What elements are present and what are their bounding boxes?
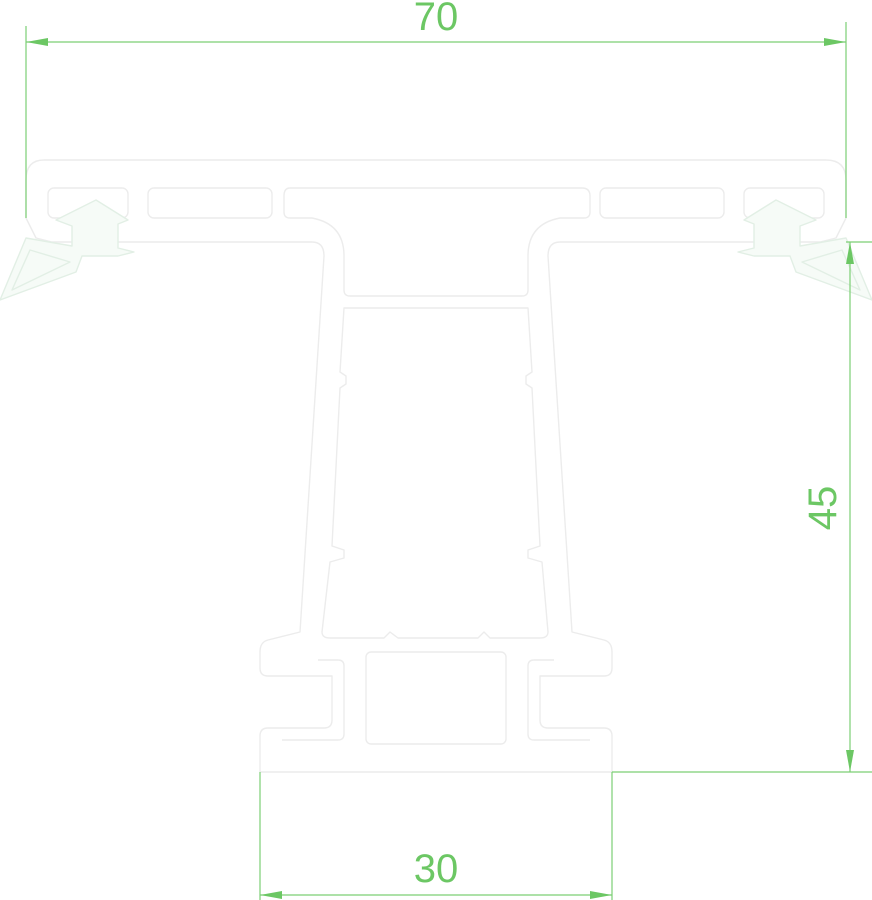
dimension-overall-width: 70 [25,0,847,218]
arrowhead-right [824,38,846,46]
dimension-height: 45 [612,241,872,773]
chamber-base [365,651,507,745]
chamber-stem [321,307,549,639]
base-slot-right [527,659,590,741]
arrowhead-base-right [590,891,612,899]
chamber-top-right [599,187,725,219]
arrowhead-base-left [260,891,282,899]
profile-outer-contour [25,159,847,773]
arrowhead-top [846,242,854,264]
dimension-label-height: 45 [801,486,845,531]
arrowhead-left [26,38,48,46]
arrowhead-bottom [846,750,854,772]
dimension-label-overall-width: 70 [414,0,459,39]
gasket-left [0,199,135,301]
dimension-label-base-width: 30 [414,847,459,891]
gasket-right [737,199,872,301]
dimension-base-width: 30 [259,772,613,900]
profile-section [25,159,847,773]
chamber-neck [283,187,591,297]
base-slot-left [282,659,345,741]
chamber-top-left [147,187,273,219]
